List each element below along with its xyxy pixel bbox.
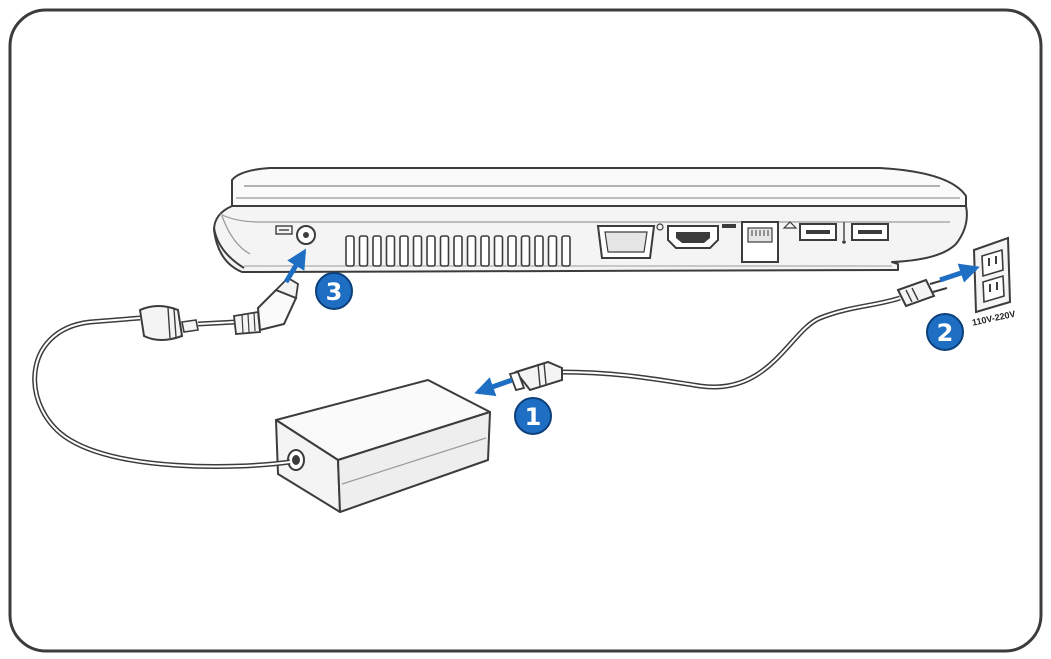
step-badge-3-number: 3 [326, 278, 343, 306]
hdmi-icon [722, 224, 736, 228]
vent-slot [453, 235, 463, 267]
vent-slot [547, 235, 558, 267]
step-badge-2: 2 [926, 313, 964, 351]
step-badge-2-number: 2 [937, 319, 954, 347]
vent-slot [439, 235, 450, 267]
vent-slot [426, 235, 436, 267]
vent-slot [399, 235, 409, 267]
vent-slot [480, 235, 490, 267]
vent-slot [385, 235, 396, 267]
ethernet-port [741, 221, 798, 263]
step-badge-1-number: 1 [525, 403, 542, 431]
vent-slot [372, 235, 382, 267]
laptop-lid [231, 167, 967, 207]
dc-cable [32, 276, 299, 469]
dc-in-icon [275, 225, 293, 235]
vent-slot [358, 235, 369, 267]
step-badge-3: 3 [315, 272, 353, 310]
vent-slot [561, 235, 571, 267]
vent-slot [466, 235, 477, 267]
vga-port [596, 223, 664, 259]
arrow-step-2 [939, 263, 980, 283]
step-badge-1: 1 [514, 397, 552, 435]
usb-port-1 [799, 223, 837, 241]
usb-icon [842, 222, 846, 244]
adapter-plug [508, 360, 563, 392]
vent-slot [507, 235, 517, 267]
vent-slot [345, 235, 355, 267]
power-adapter [275, 379, 491, 513]
vent-slot [412, 235, 423, 267]
usb-port-2 [851, 223, 889, 241]
network-icon [782, 221, 798, 229]
vent-slot [493, 235, 504, 267]
vent-slot [534, 235, 544, 267]
hdmi-port [667, 224, 736, 249]
vent-slot [520, 235, 531, 267]
arrow-step-3 [283, 248, 307, 284]
ferrite-bead [138, 305, 199, 341]
dc-in-port [275, 225, 316, 245]
arrow-step-1 [474, 377, 513, 397]
adapter-side [337, 411, 491, 513]
ventilation-grille [345, 235, 571, 267]
dc-plug [233, 276, 299, 335]
power-cord [508, 278, 948, 392]
direction-arrows [283, 248, 980, 397]
laptop [213, 167, 968, 273]
